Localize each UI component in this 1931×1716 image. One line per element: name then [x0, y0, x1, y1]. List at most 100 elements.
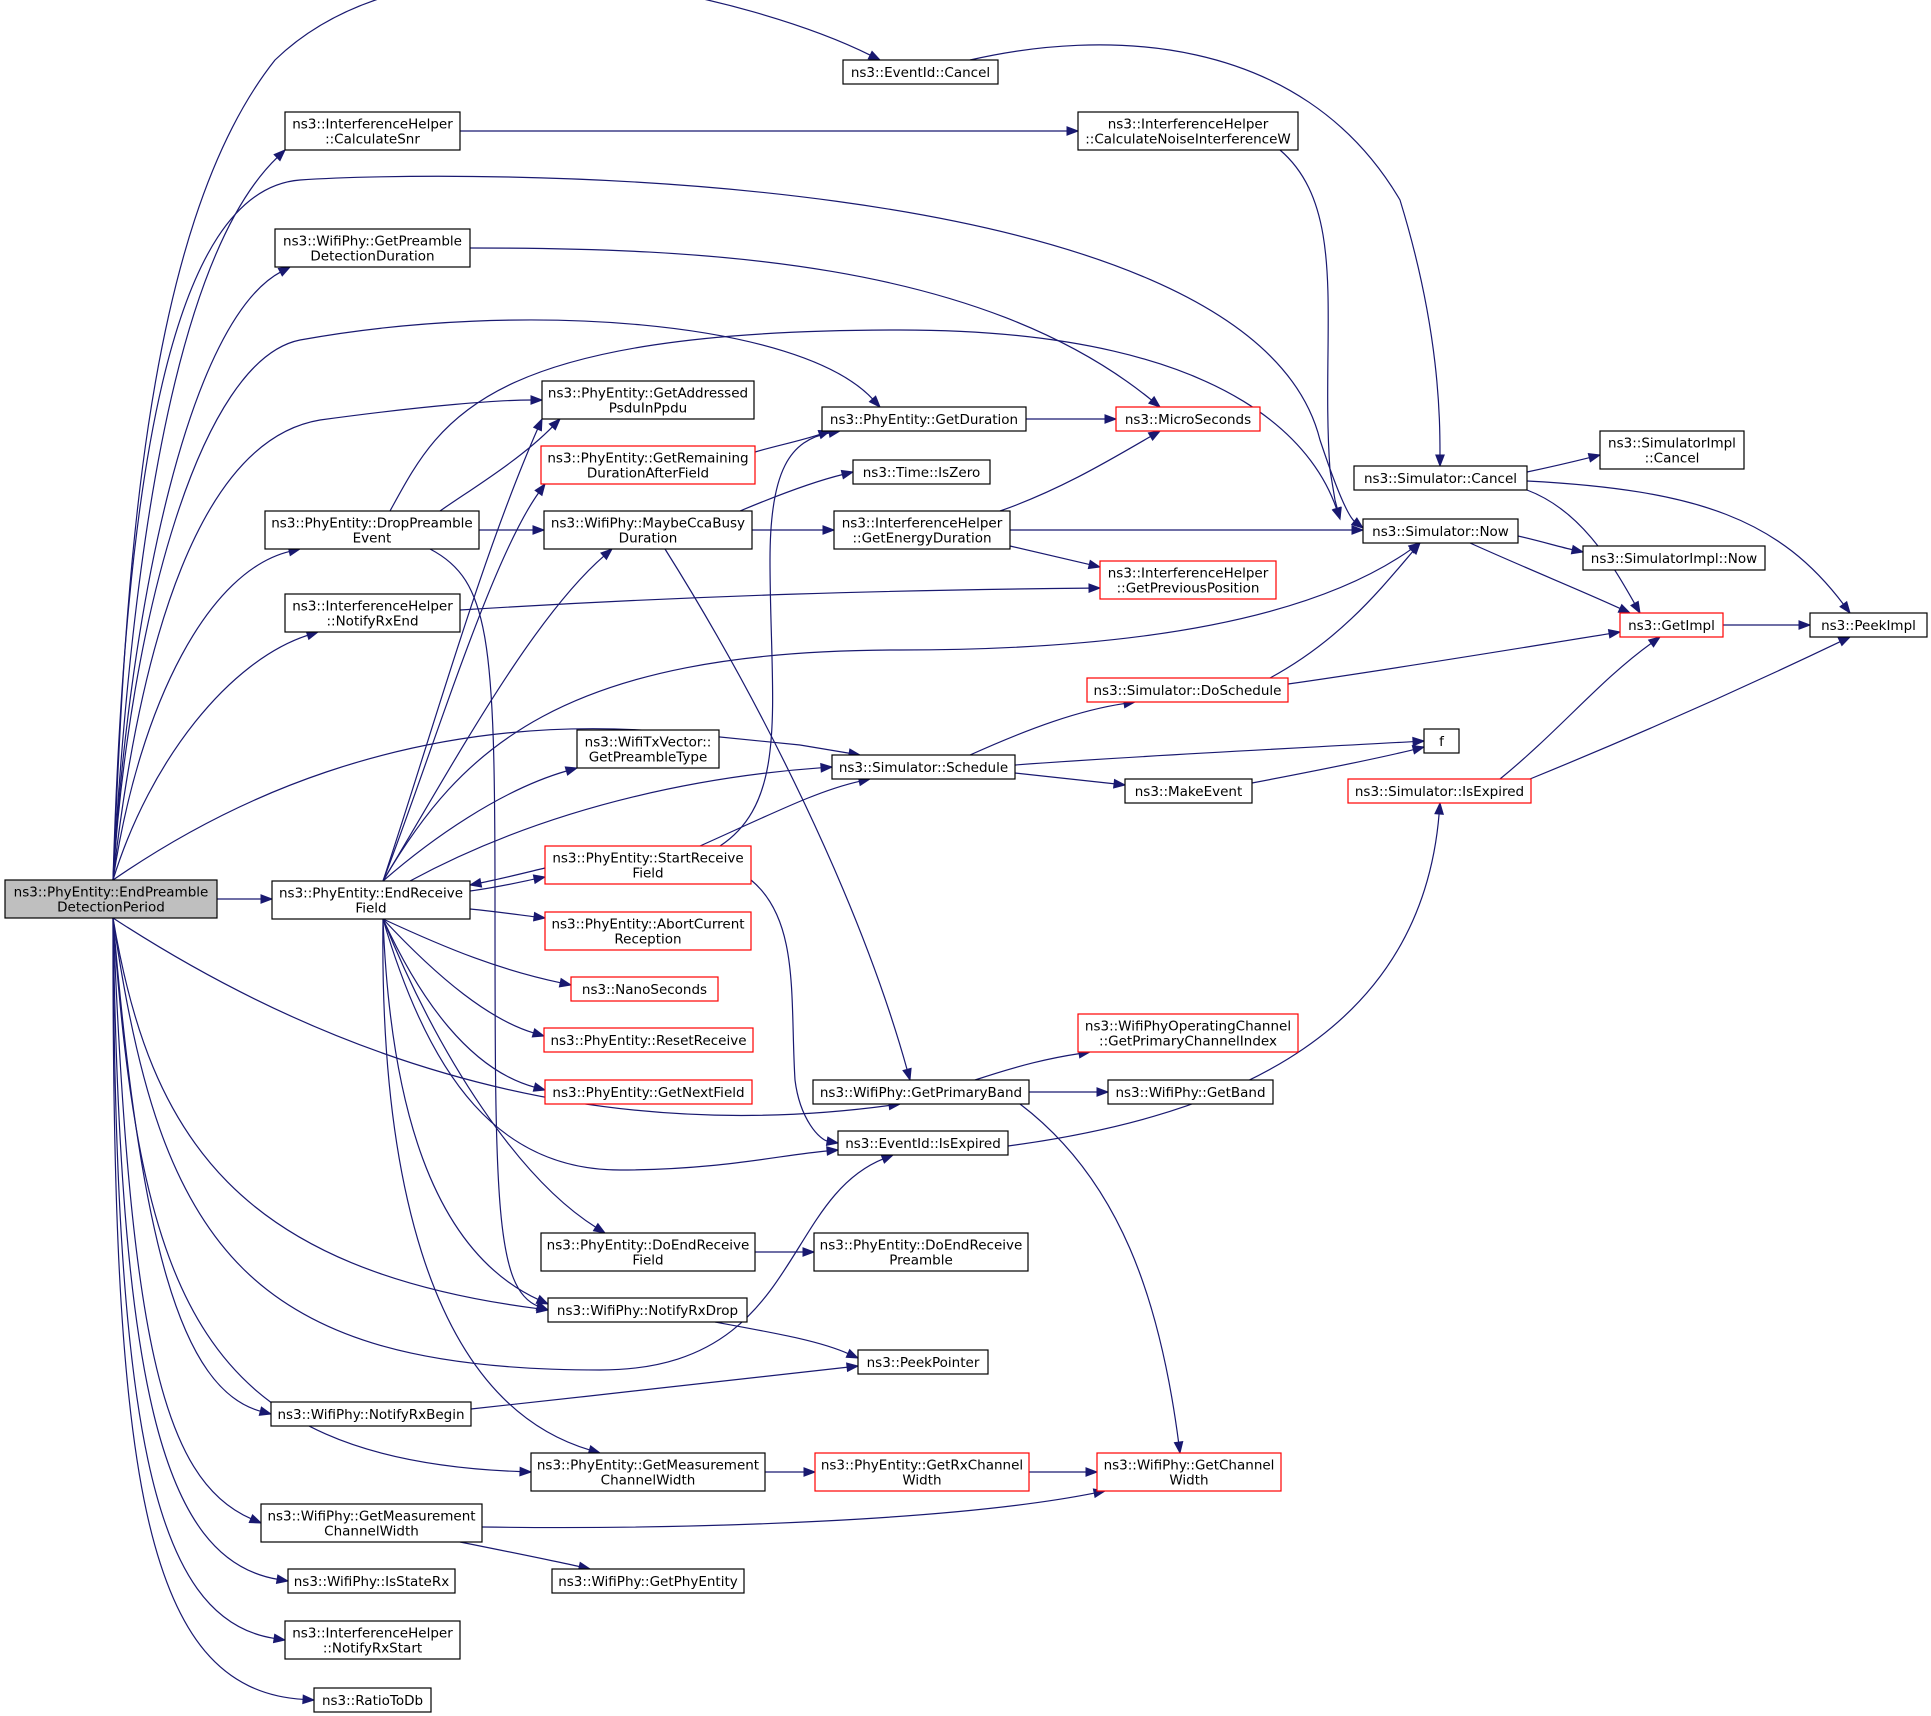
node-PeekImpl[interactable]: ns3::PeekImpl [1809, 612, 1928, 638]
node-EventIdIsExpired[interactable]: ns3::EventId::IsExpired [837, 1130, 1009, 1156]
node-box [541, 380, 755, 420]
node-PhyEntGetMeasCW[interactable]: ns3::PhyEntity::GetMeasurementChannelWid… [530, 1452, 766, 1492]
edge-arrowhead [846, 1362, 860, 1373]
node-GetImpl[interactable]: ns3::GetImpl [1619, 612, 1724, 638]
node-PeekPointer[interactable]: ns3::PeekPointer [857, 1349, 989, 1375]
node-label: ns3::PhyEntity::DoEndReceive [820, 1238, 1023, 1254]
edge-line [714, 1321, 850, 1355]
node-box [551, 1568, 745, 1594]
node-NotifyRxDrop[interactable]: ns3::WifiPhy::NotifyRxDrop [547, 1297, 748, 1323]
node-SimImplNow[interactable]: ns3::SimulatorImpl::Now [1582, 545, 1766, 571]
edge-line [1014, 740, 1415, 766]
node-MicroSeconds[interactable]: ns3::MicroSeconds [1115, 406, 1261, 432]
edge-line [112, 917, 891, 1116]
node-label: ns3::PhyEntity::DoEndReceive [547, 1238, 750, 1254]
node-box [270, 1401, 472, 1427]
edge-EndPreamble-to-GetDuration [112, 319, 881, 881]
node-SimCancel[interactable]: ns3::Simulator::Cancel [1353, 465, 1528, 491]
edge-arrowhead [840, 469, 855, 480]
node-f[interactable]: f [1423, 728, 1460, 754]
edge-line [382, 548, 1413, 882]
node-ResetReceive[interactable]: ns3::PhyEntity::ResetReceive [543, 1027, 754, 1053]
edge-arrowhead [868, 395, 881, 409]
node-label: ns3::InterferenceHelper [292, 1626, 453, 1642]
node-NanoSeconds[interactable]: ns3::NanoSeconds [570, 976, 719, 1002]
node-EventIdCancel[interactable]: ns3::EventId::Cancel [842, 59, 999, 85]
node-GetPhyEntity[interactable]: ns3::WifiPhy::GetPhyEntity [551, 1568, 745, 1594]
node-label: Duration [619, 531, 678, 547]
node-SimNow[interactable]: ns3::Simulator::Now [1362, 518, 1519, 544]
node-box [284, 593, 461, 633]
edge-arrowhead [592, 1222, 607, 1234]
node-SimIsExpired[interactable]: ns3::Simulator::IsExpired [1347, 778, 1532, 804]
node-label: ns3::WifiPhy::GetPrimaryBand [820, 1085, 1022, 1101]
edge-arrowhead [1173, 1440, 1184, 1455]
edge-line [112, 0, 872, 881]
node-NotifyRxStartIH[interactable]: ns3::InterferenceHelper::NotifyRxStart [284, 1620, 461, 1660]
edge-line [389, 329, 1338, 512]
edge-arrowhead [1798, 620, 1812, 630]
node-IsStateRx[interactable]: ns3::WifiPhy::IsStateRx [287, 1568, 456, 1594]
node-box [544, 1079, 753, 1105]
node-GetNextField[interactable]: ns3::PhyEntity::GetNextField [544, 1079, 753, 1105]
node-NotifyRxBegin[interactable]: ns3::WifiPhy::NotifyRxBegin [270, 1401, 472, 1427]
edge-line [112, 550, 291, 881]
node-RatioToDb[interactable]: ns3::RatioToDb [313, 1687, 432, 1713]
node-TimeIsZero[interactable]: ns3::Time::IsZero [852, 459, 991, 485]
edge-arrowhead [248, 1513, 263, 1524]
edge-EndReceive-to-ResetReceive [382, 918, 546, 1038]
node-label: ns3::WifiPhy::GetChannel [1104, 1458, 1275, 1474]
node-box [1077, 1013, 1299, 1053]
node-GetEnergyDur[interactable]: ns3::InterferenceHelper::GetEnergyDurati… [833, 510, 1011, 550]
node-label: ns3::InterferenceHelper [1108, 117, 1269, 133]
node-label: ns3::PeekImpl [1821, 618, 1916, 634]
node-MakeEvent[interactable]: ns3::MakeEvent [1124, 778, 1253, 804]
node-CalculateSnr[interactable]: ns3::InterferenceHelper::CalculateSnr [284, 111, 461, 151]
edge-line [699, 780, 861, 847]
edge-line [1009, 545, 1091, 566]
node-GetRemaining[interactable]: ns3::PhyEntity::GetRemainingDurationAfte… [540, 445, 756, 485]
node-label: ns3::Time::IsZero [863, 465, 981, 481]
node-GetPreambleType[interactable]: ns3::WifiTxVector::GetPreambleType [576, 729, 720, 769]
node-label: ChannelWidth [324, 1524, 419, 1540]
edge-line [382, 918, 591, 1451]
edge-NotifyRxDrop-to-PeekPointer [714, 1321, 860, 1359]
edge-line [112, 917, 539, 1310]
node-SimImplCancel[interactable]: ns3::SimulatorImpl::Cancel [1599, 430, 1745, 470]
edge-line [974, 1052, 1081, 1081]
node-GetPreambleDet[interactable]: ns3::WifiPhy::GetPreambleDetectionDurati… [274, 228, 471, 268]
node-CalcNoiseInt[interactable]: ns3::InterferenceHelper::CalculateNoiseI… [1077, 111, 1299, 151]
edge-arrowhead [530, 395, 544, 405]
edge-arrowhead [535, 1294, 550, 1305]
edge-line [1526, 489, 1636, 605]
edge-NotifyRxBegin-to-PeekPointer [470, 1362, 860, 1410]
node-label: Event [353, 531, 392, 547]
edge-line [1279, 149, 1339, 510]
edge-MaybeCcaBusy-to-TimeIsZero [739, 469, 855, 512]
edge-arrowhead [1570, 544, 1585, 555]
edge-line [969, 702, 1126, 756]
node-SimSchedule[interactable]: ns3::Simulator::Schedule [831, 754, 1016, 780]
node-GetBand[interactable]: ns3::WifiPhy::GetBand [1107, 1079, 1274, 1105]
node-GetDuration[interactable]: ns3::PhyEntity::GetDuration [821, 406, 1027, 432]
edge-MaybeCcaBusy-to-GetPrimaryBand [664, 548, 912, 1082]
node-GetPrevPos[interactable]: ns3::InterferenceHelper::GetPreviousPosi… [1099, 560, 1277, 600]
node-box [857, 1349, 989, 1375]
node-DoSchedule[interactable]: ns3::Simulator::DoSchedule [1086, 677, 1289, 703]
node-NotifyRxEndIH[interactable]: ns3::InterferenceHelper::NotifyRxEnd [284, 593, 461, 633]
node-WifiPhyOpChan[interactable]: ns3::WifiPhyOperatingChannel::GetPrimary… [1077, 1013, 1299, 1053]
edge-GetEnergyDur-to-GetPrevPos [1009, 545, 1102, 570]
edge-SimIsExpired-to-GetImpl [1499, 636, 1662, 780]
node-GetPrimaryBand[interactable]: ns3::WifiPhy::GetPrimaryBand [812, 1079, 1030, 1105]
